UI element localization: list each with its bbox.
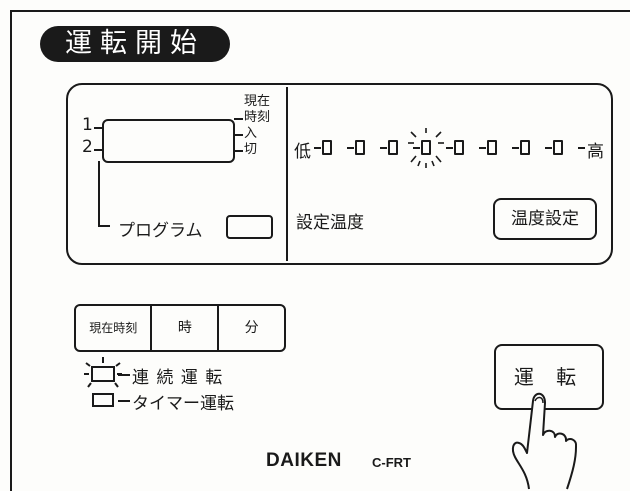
timer-connector bbox=[118, 400, 130, 402]
continuous-mode-label: 連 続 運 転 bbox=[132, 368, 224, 388]
minute-button[interactable]: 分 bbox=[244, 320, 259, 336]
level-segment bbox=[388, 140, 398, 155]
program-bracket bbox=[98, 161, 110, 227]
level-segment bbox=[454, 140, 464, 155]
line1-tick bbox=[94, 127, 103, 129]
setting-temp-label: 設定温度 bbox=[296, 213, 364, 233]
lit-rays-icon bbox=[408, 128, 444, 168]
label-on: 入 bbox=[244, 126, 258, 141]
run-button[interactable]: 運 転 bbox=[494, 344, 604, 410]
label-time: 時刻 bbox=[244, 110, 271, 125]
level-dash bbox=[512, 147, 519, 149]
pointing-hand-icon bbox=[511, 392, 578, 490]
temp-set-button[interactable]: 温度設定 bbox=[493, 198, 597, 240]
line2-tick bbox=[94, 149, 103, 151]
timer-mode-lamp-icon bbox=[92, 393, 114, 407]
level-segment bbox=[322, 140, 332, 155]
level-dash bbox=[347, 147, 354, 149]
temperature-level-indicator bbox=[314, 128, 585, 173]
label-current: 現在 bbox=[244, 94, 271, 109]
level-dash bbox=[479, 147, 486, 149]
brand-name: DAIKEN bbox=[266, 450, 342, 471]
level-dash bbox=[314, 147, 321, 149]
hour-button[interactable]: 時 bbox=[152, 306, 220, 350]
level-high-label: 高 bbox=[587, 142, 604, 162]
level-dash bbox=[413, 147, 420, 149]
time-keypad: 現在時刻 時 分 bbox=[74, 304, 286, 352]
panel-divider bbox=[286, 87, 288, 261]
page-title: 運転開始 bbox=[40, 26, 230, 62]
program-indicator bbox=[226, 215, 273, 239]
tick-time bbox=[234, 118, 243, 120]
program-line-1-label: 1 bbox=[82, 115, 93, 135]
current-time-button[interactable]: 現在時刻 bbox=[76, 306, 153, 350]
level-low-label: 低 bbox=[294, 142, 311, 162]
continuous-mode-lamp-icon bbox=[84, 357, 122, 388]
program-label: プログラム bbox=[118, 221, 203, 241]
tick-on bbox=[234, 134, 243, 136]
level-dash bbox=[545, 147, 552, 149]
level-dash bbox=[578, 147, 585, 149]
program-line-2-label: 2 bbox=[82, 137, 93, 157]
model-name: C-FRT bbox=[372, 455, 411, 470]
frame-left bbox=[10, 10, 12, 491]
level-segment bbox=[520, 140, 530, 155]
timer-mode-label: タイマー運転 bbox=[132, 394, 234, 414]
level-segment bbox=[553, 140, 563, 155]
label-off: 切 bbox=[244, 142, 258, 157]
level-dash bbox=[446, 147, 453, 149]
level-segment bbox=[487, 140, 497, 155]
frame-top bbox=[10, 10, 630, 12]
level-dash bbox=[380, 147, 387, 149]
tick-off bbox=[234, 150, 243, 152]
time-display-box bbox=[102, 119, 235, 163]
continuous-connector bbox=[118, 374, 130, 376]
level-segment-lit bbox=[421, 140, 431, 155]
level-segment bbox=[355, 140, 365, 155]
display-panel: 1 2 現在 時刻 入 切 プログラム 低 高 設定温度 温度設定 bbox=[66, 83, 613, 265]
